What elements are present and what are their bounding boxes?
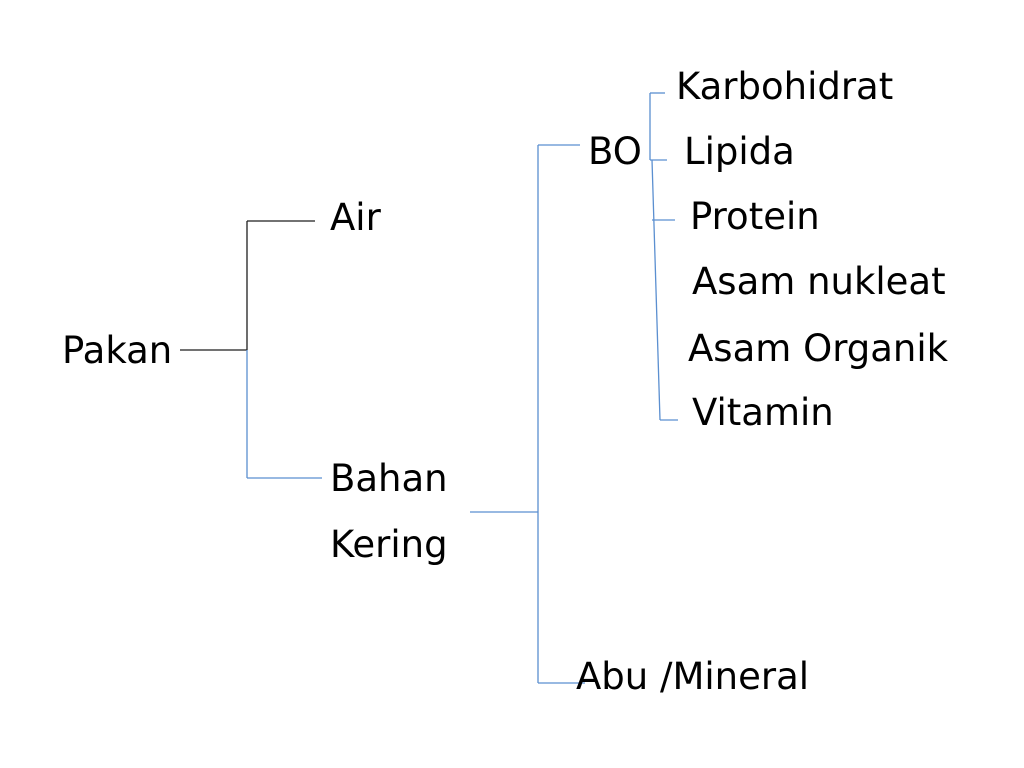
label-bahan-kering-line1: Bahan: [330, 457, 448, 500]
component-asam-nukleat: Asam nukleat: [692, 260, 946, 303]
label-abu-mineral: Abu /Mineral: [576, 655, 810, 698]
connector-bo-lower-vertical: [651, 159, 661, 421]
component-asam-organik: Asam Organik: [688, 327, 949, 370]
component-protein: Protein: [690, 195, 820, 238]
component-vitamin: Vitamin: [692, 391, 834, 434]
label-air: Air: [330, 196, 381, 239]
label-bo: BO: [588, 130, 642, 173]
root-label-pakan: Pakan: [62, 329, 173, 372]
label-bahan-kering-line2: Kering: [330, 523, 448, 566]
component-lipida: Lipida: [684, 130, 795, 173]
component-karbohidrat: Karbohidrat: [676, 65, 894, 108]
